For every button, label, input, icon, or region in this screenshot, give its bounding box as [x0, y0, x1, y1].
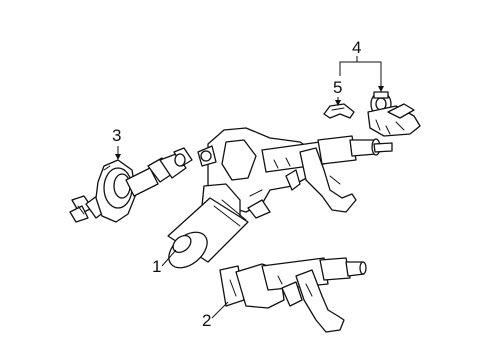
- svg-text:3: 3: [112, 126, 121, 145]
- callout-5: 5: [333, 78, 342, 106]
- callout-1: 1: [152, 249, 177, 276]
- intermediate-shaft: [69, 147, 193, 223]
- svg-text:2: 2: [202, 311, 211, 330]
- svg-text:4: 4: [352, 38, 361, 57]
- callout-3: 3: [112, 126, 121, 160]
- svg-text:5: 5: [333, 78, 342, 97]
- column-assembly-lower: [219, 257, 367, 333]
- svg-text:1: 1: [152, 257, 161, 276]
- lock-housing: [367, 91, 421, 137]
- clip: [323, 103, 355, 119]
- callout-2: 2: [202, 301, 229, 330]
- callout-4: 4: [339, 38, 384, 92]
- column-assembly-with-motor: [167, 127, 393, 269]
